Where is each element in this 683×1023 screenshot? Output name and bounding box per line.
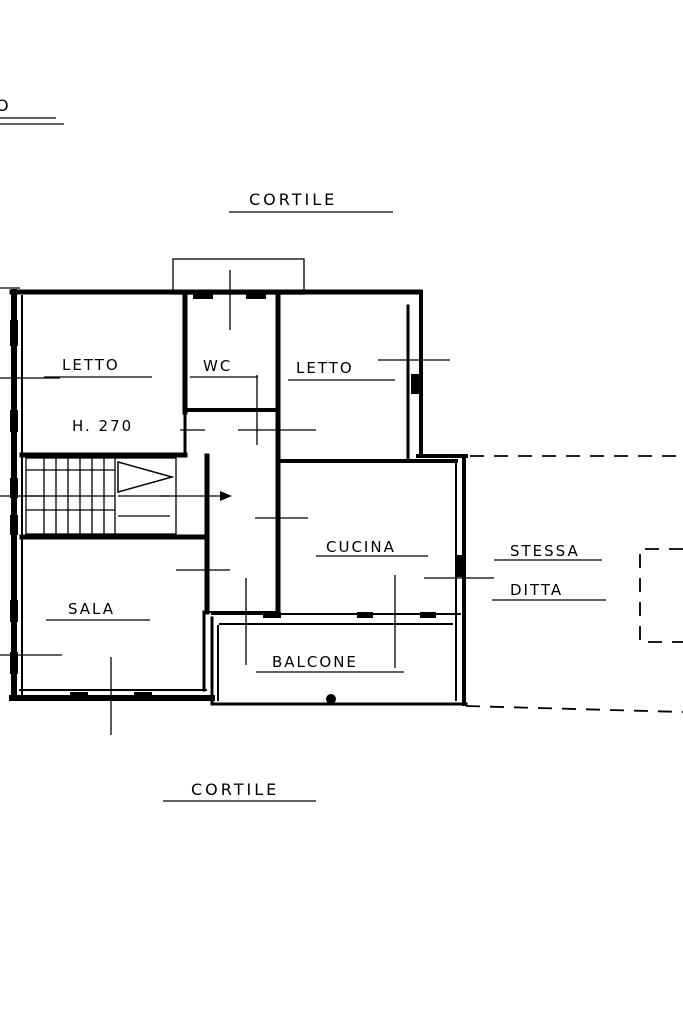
label-letto-left: LETTO xyxy=(62,356,120,374)
label-balcone: BALCONE xyxy=(272,653,358,671)
label-letto-right: LETTO xyxy=(296,359,354,377)
label-cortile-bottom: CORTILE xyxy=(191,780,279,799)
label-height: H. 270 xyxy=(72,417,133,435)
label-cortile-top: CORTILE xyxy=(249,190,337,209)
label-ditta: DITTA xyxy=(510,581,563,599)
drain-dot xyxy=(326,694,336,704)
label-wc: WC xyxy=(203,357,232,375)
label-sala: SALA xyxy=(68,600,115,618)
staircase xyxy=(0,457,232,535)
neighbour-boundary xyxy=(465,455,683,713)
openings xyxy=(10,293,464,704)
header-text: O xyxy=(0,96,12,115)
top-projection xyxy=(172,258,305,295)
label-cucina: CUCINA xyxy=(326,538,396,556)
header-fragment: O xyxy=(0,96,64,125)
dimension-lines xyxy=(0,270,494,735)
label-stessa: STESSA xyxy=(510,542,580,560)
